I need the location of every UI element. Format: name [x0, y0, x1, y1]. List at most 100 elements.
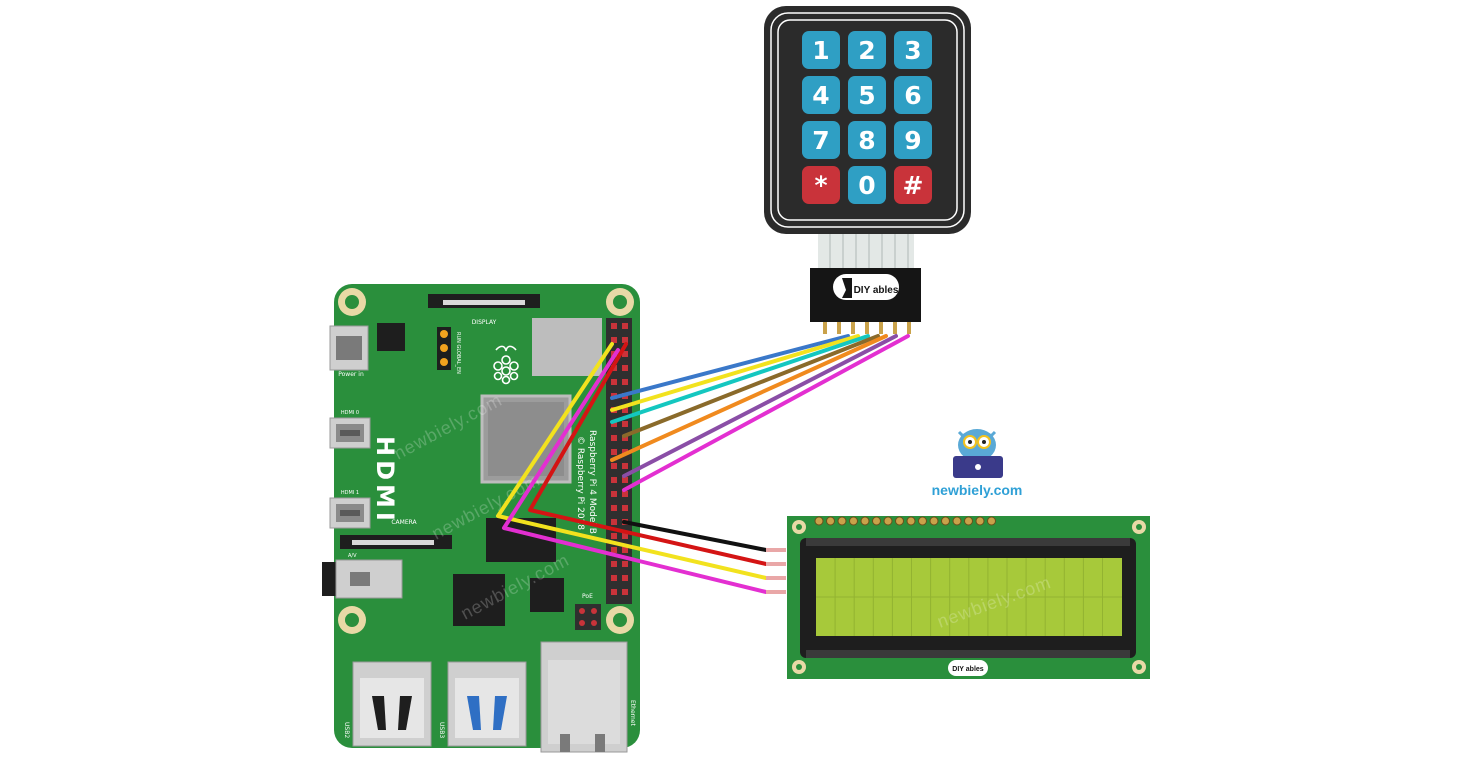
lcd-pin	[929, 516, 939, 526]
keypad-wire-7	[622, 334, 910, 492]
gpio-pin	[611, 421, 617, 427]
usb3-label: USB3	[438, 722, 445, 738]
gpio-pin	[622, 547, 628, 553]
hdmi1-label: HDMI 1	[341, 490, 359, 496]
power-chip	[530, 578, 564, 612]
gpio-pin	[611, 435, 617, 441]
gpio-pin	[611, 379, 617, 385]
lcd-pin	[849, 516, 858, 526]
key-cap	[894, 31, 932, 69]
keypad-connector-brand: DIY ables	[854, 285, 899, 296]
gpio-pin	[611, 449, 617, 455]
av-label: A/V	[348, 553, 357, 559]
hdmi-text: HDMI	[371, 436, 399, 525]
gpio-pin	[622, 575, 628, 581]
display-label: DISPLAY	[472, 319, 497, 326]
av-jack	[322, 559, 403, 599]
lcd-pin	[883, 516, 893, 526]
wires	[496, 334, 910, 594]
lcd-character-grid	[816, 558, 1122, 636]
camera-label: CAMERA	[391, 519, 417, 526]
key-0: 0	[848, 166, 886, 204]
lcd-pin	[941, 516, 950, 526]
poe-label: PoE	[582, 593, 593, 600]
lcd-pin	[975, 516, 985, 526]
gpio-pin	[611, 589, 617, 595]
gpio-pin	[611, 505, 617, 511]
gpio-pin	[622, 421, 628, 427]
usb2-port	[352, 661, 432, 747]
key-cap	[802, 31, 840, 69]
poe-header	[575, 604, 601, 630]
newbiely-logo: newbiely.com	[932, 429, 1023, 498]
key-cap	[894, 121, 932, 159]
lcd-pin	[895, 516, 904, 526]
ethernet-chip	[453, 574, 505, 626]
gpio-pin	[622, 323, 628, 329]
key-hash: #	[894, 166, 932, 204]
key-9: 9	[894, 121, 932, 159]
gpio-pin	[611, 547, 617, 553]
key-cap	[894, 166, 932, 204]
key-5: 5	[848, 76, 886, 114]
key-7: 7	[802, 121, 840, 159]
key-8: 8	[848, 121, 886, 159]
raspberry-logo-icon	[493, 345, 519, 385]
keypad-wire-5	[610, 334, 888, 462]
keypad-wire-6	[622, 334, 898, 478]
gpio-pin	[611, 561, 617, 567]
key-label: 0	[858, 171, 875, 200]
key-cap	[848, 76, 886, 114]
key-cap	[802, 121, 840, 159]
keypad-wire-1	[610, 334, 850, 400]
key-cap	[848, 166, 886, 204]
site-label: newbiely.com	[932, 482, 1023, 498]
key-6: 6	[894, 76, 932, 114]
ethernet-port	[540, 641, 628, 753]
gpio-pin	[622, 337, 628, 343]
power-label: Power in	[338, 371, 364, 378]
gpio-pin	[622, 561, 628, 567]
gpio-pin	[622, 463, 628, 469]
lcd-pin	[860, 516, 870, 526]
lcd-wire-scl	[502, 348, 768, 594]
usb-controller-chip	[377, 323, 405, 351]
key-cap	[848, 31, 886, 69]
ram-chip	[532, 318, 602, 376]
hdmi0-label: HDMI 0	[341, 410, 359, 416]
lcd-wire-vcc	[528, 342, 768, 566]
hdmi-port-1	[329, 497, 371, 529]
key-label: 8	[858, 126, 875, 155]
lcd-header-pins	[814, 516, 996, 526]
gpio-pin	[611, 463, 617, 469]
key-label: 9	[904, 126, 921, 155]
key-label: 7	[812, 126, 829, 155]
gpio-pin	[622, 505, 628, 511]
gpio-pin	[611, 519, 617, 525]
led-labels: RUN GLOBAL_EN	[455, 332, 461, 374]
key-label: #	[903, 171, 924, 200]
key-cap	[802, 76, 840, 114]
key-label: 2	[858, 36, 875, 65]
keypad-ribbon-cable	[818, 230, 914, 270]
lcd-pin	[837, 516, 847, 526]
status-leds	[437, 327, 451, 370]
key-1: 1	[802, 31, 840, 69]
lcd-pin	[872, 516, 881, 526]
key-label: 3	[904, 36, 921, 65]
gpio-pin	[611, 575, 617, 581]
gpio-pin	[622, 365, 628, 371]
lcd-pin	[952, 516, 962, 526]
lcd-module: newbiely.com DIY ables	[787, 516, 1150, 679]
key-2: 2	[848, 31, 886, 69]
key-3: 3	[894, 31, 932, 69]
lcd-pin	[906, 516, 916, 526]
lcd-wire-gnd	[622, 520, 768, 552]
gpio-pin	[622, 351, 628, 357]
key-label: 4	[812, 81, 829, 110]
gpio-pin	[622, 589, 628, 595]
usb3-port	[447, 661, 527, 747]
lcd-pin	[987, 516, 996, 526]
